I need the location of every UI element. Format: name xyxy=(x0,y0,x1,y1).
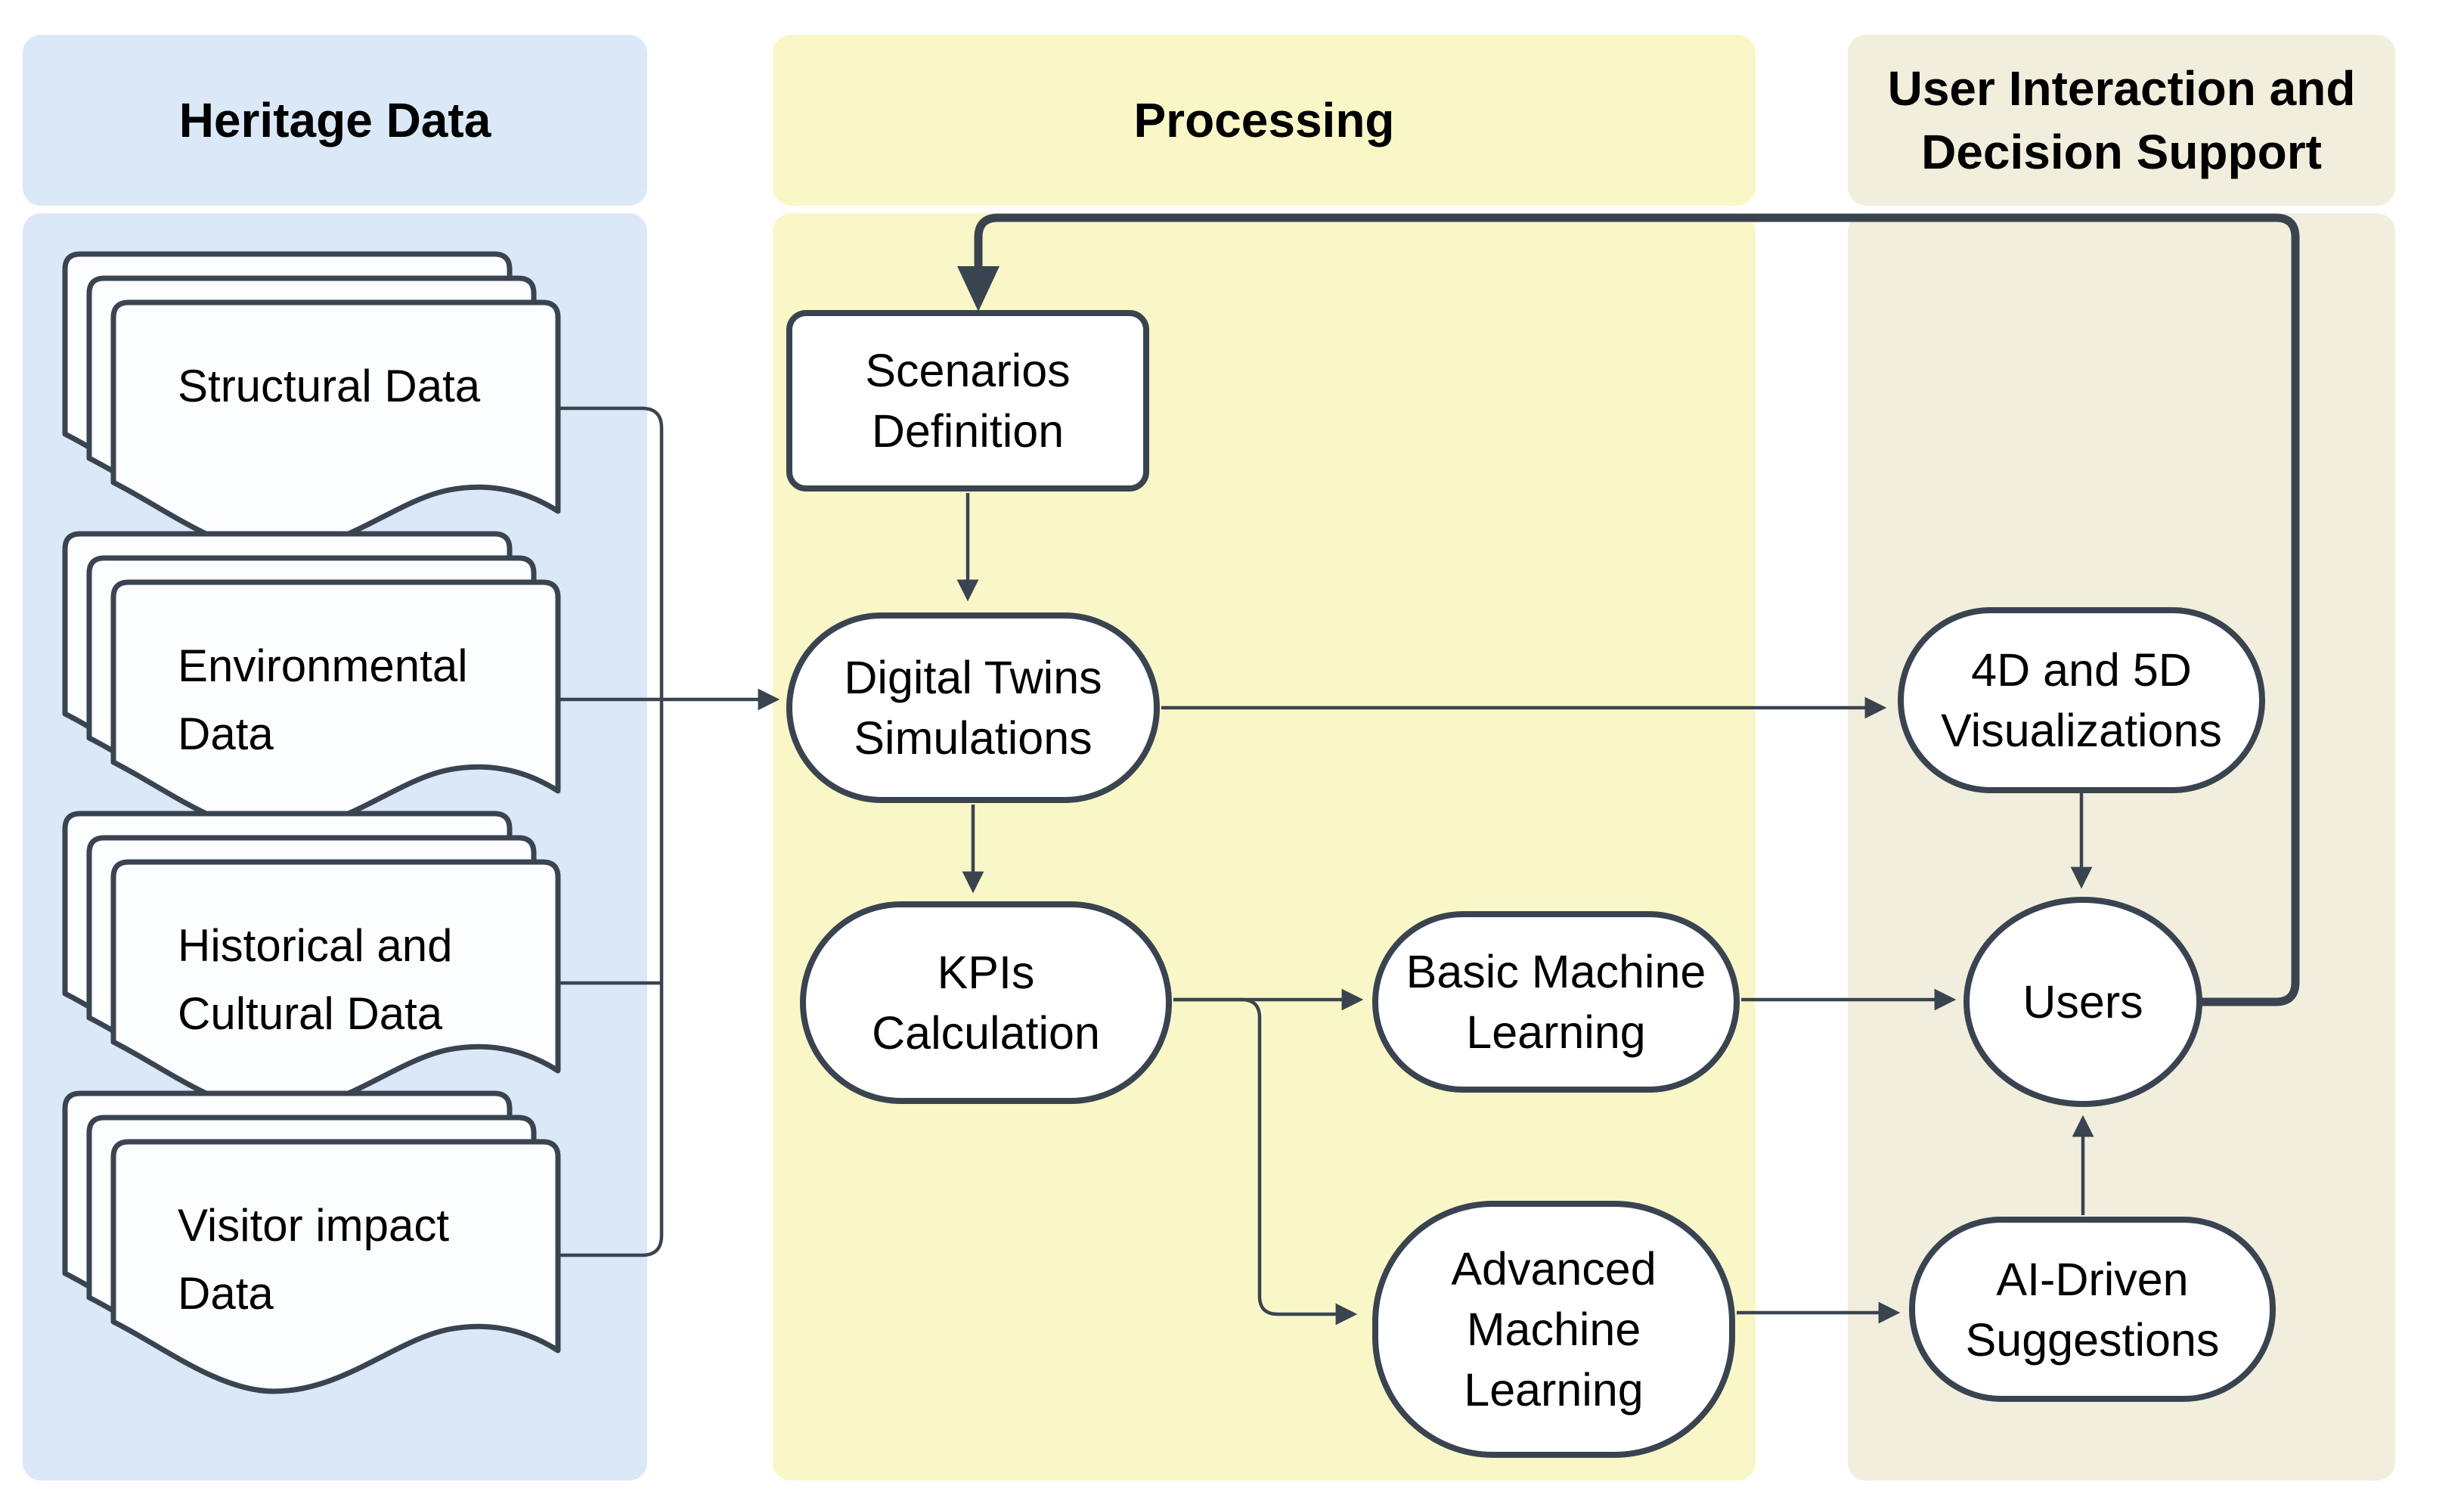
node-4d-5d-visualizations: 4D and 5D Visualizations xyxy=(1898,607,2265,793)
interaction-column-title: User Interaction and Decision Support xyxy=(1887,61,2356,179)
feedback-arrowhead xyxy=(957,266,1000,312)
interaction-column-header-band xyxy=(1848,35,2395,206)
node-users: Users xyxy=(1963,897,2202,1107)
node-digital-twins-simulations: Digital Twins Simulations xyxy=(786,612,1160,803)
node-basic-machine-learning: Basic Machine Learning xyxy=(1372,911,1740,1093)
processing-column-header-band xyxy=(773,35,1756,206)
node-advanced-machine-learning: Advanced Machine Learning xyxy=(1372,1201,1735,1458)
node-scenarios-definition: Scenarios Definition xyxy=(786,310,1149,491)
edge-documents-merge-trunk xyxy=(558,406,664,1257)
processing-column-title: Processing xyxy=(1133,93,1395,147)
heritage-column-header-band xyxy=(23,35,647,206)
heritage-column-title: Heritage Data xyxy=(178,93,491,147)
doc-label-environmental-data: Environmental Data xyxy=(178,640,468,759)
doc-label-historical-cultural-data: Historical and Cultural Data xyxy=(178,920,453,1039)
doc-label-visitor-impact-data: Visitor impact Data xyxy=(178,1200,450,1319)
edge-users-feedback-to-scenarios xyxy=(974,213,2300,1006)
node-ai-driven-suggestions: AI-Driven Suggestions xyxy=(1909,1217,2276,1402)
edge-kpis-to-advanced-ml xyxy=(1173,997,1358,1326)
doc-label-structural-data: Structural Data xyxy=(178,361,481,411)
node-kpis-calculation: KPIs Calculation xyxy=(800,901,1172,1104)
